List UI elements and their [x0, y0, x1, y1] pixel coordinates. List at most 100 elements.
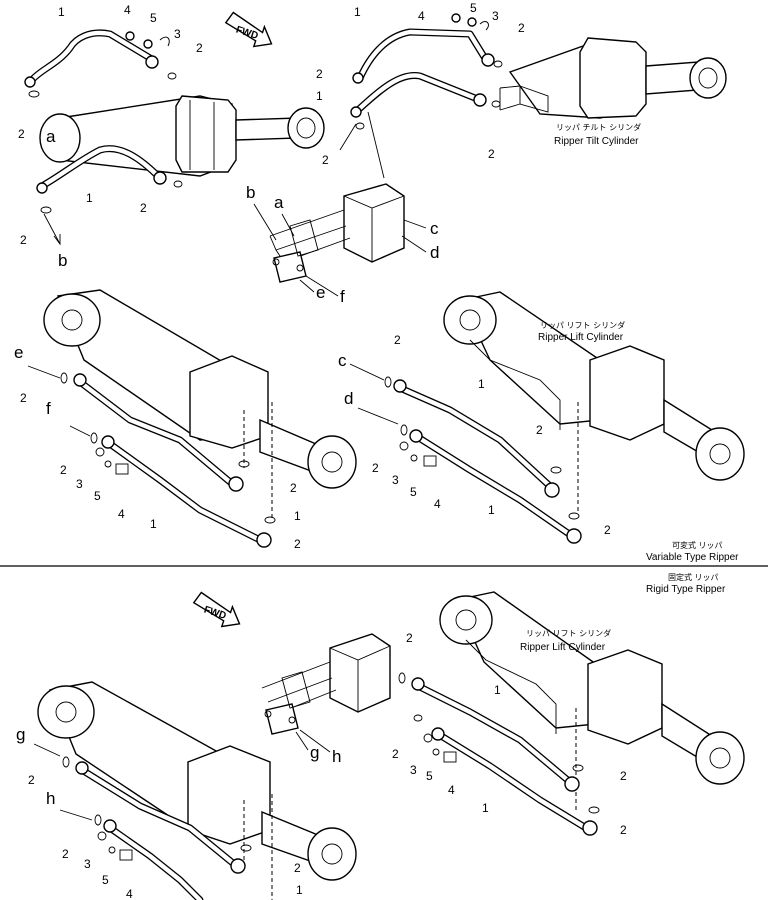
- caption-ripper-tilt-cylinder: リッパ チルト シリンダ Ripper Tilt Cylinder: [554, 122, 641, 147]
- svg-text:可変式 リッパ: 可変式 リッパ: [672, 540, 723, 550]
- svg-text:Ripper Lift Cylinder: Ripper Lift Cylinder: [538, 332, 624, 343]
- svg-text:リッパ チルト シリンダ: リッパ チルト シリンダ: [556, 122, 641, 132]
- svg-text:2: 2: [604, 523, 611, 537]
- svg-text:d: d: [344, 389, 353, 408]
- labels-top-left: 1 4 5 3 2 2 a 1 2 2 b: [18, 3, 203, 270]
- caption-rigid-type: 固定式 リッパ Rigid Type Ripper: [646, 572, 726, 595]
- svg-text:1: 1: [294, 509, 301, 523]
- svg-text:d: d: [430, 243, 439, 262]
- svg-text:1: 1: [86, 191, 93, 205]
- hoses-bottom-left: [33, 743, 252, 900]
- svg-text:1: 1: [296, 883, 303, 897]
- svg-text:4: 4: [418, 9, 425, 23]
- svg-text:5: 5: [470, 1, 477, 15]
- svg-text:5: 5: [150, 11, 157, 25]
- svg-text:2: 2: [18, 127, 25, 141]
- svg-text:b: b: [58, 251, 67, 270]
- svg-text:2: 2: [28, 773, 35, 787]
- svg-text:e: e: [316, 283, 325, 302]
- svg-text:リッパ リフト シリンダ: リッパ リフト シリンダ: [526, 628, 611, 638]
- svg-text:f: f: [46, 399, 51, 418]
- svg-text:2: 2: [62, 847, 69, 861]
- tilt-cylinder-left: [39, 95, 325, 177]
- svg-text:Ripper Lift Cylinder: Ripper Lift Cylinder: [520, 642, 606, 653]
- labels-bottom-right: 2 1 2 3 5 4 1 2 2: [392, 631, 627, 837]
- labels-mid-right: 2 c d 1 2 2 3 5 4 1 2: [338, 333, 611, 537]
- svg-text:1: 1: [494, 683, 501, 697]
- svg-text:h: h: [332, 747, 341, 766]
- svg-text:固定式 リッパ: 固定式 リッパ: [668, 572, 719, 582]
- svg-text:2: 2: [406, 631, 413, 645]
- labels-top-right: 1 4 5 3 2 2 1 2 2: [316, 1, 525, 167]
- svg-text:4: 4: [126, 887, 133, 900]
- svg-text:a: a: [274, 193, 284, 212]
- svg-text:2: 2: [372, 461, 379, 475]
- svg-text:f: f: [340, 287, 345, 306]
- svg-text:2: 2: [488, 147, 495, 161]
- svg-text:5: 5: [102, 873, 109, 887]
- svg-text:4: 4: [118, 507, 125, 521]
- svg-text:3: 3: [84, 857, 91, 871]
- hose-1-top-left: [24, 29, 183, 246]
- svg-text:4: 4: [434, 497, 441, 511]
- tilt-cylinder-right: [499, 37, 727, 119]
- lift-cylinder-bottom-right: [439, 591, 745, 812]
- hoses-mid-left: [27, 365, 276, 548]
- svg-text:2: 2: [620, 823, 627, 837]
- svg-text:2: 2: [196, 41, 203, 55]
- svg-text:2: 2: [20, 233, 27, 247]
- svg-text:e: e: [14, 343, 23, 362]
- svg-text:a: a: [46, 127, 56, 146]
- svg-text:2: 2: [290, 481, 297, 495]
- svg-text:2: 2: [536, 423, 543, 437]
- caption-ripper-lift-cylinder-bottom: リッパ リフト シリンダ Ripper Lift Cylinder: [520, 628, 611, 653]
- labels-valve-top: b a c d e f: [246, 183, 439, 306]
- svg-text:3: 3: [410, 763, 417, 777]
- svg-text:4: 4: [448, 783, 455, 797]
- svg-text:c: c: [338, 351, 347, 370]
- svg-text:1: 1: [354, 5, 361, 19]
- svg-text:Rigid Type Ripper: Rigid Type Ripper: [646, 584, 726, 595]
- svg-text:3: 3: [174, 27, 181, 41]
- svg-text:c: c: [430, 219, 439, 238]
- svg-text:2: 2: [392, 747, 399, 761]
- svg-text:3: 3: [392, 473, 399, 487]
- svg-text:1: 1: [316, 89, 323, 103]
- svg-text:5: 5: [426, 769, 433, 783]
- svg-text:2: 2: [620, 769, 627, 783]
- labels-valve-bottom: g h: [295, 729, 341, 766]
- svg-text:3: 3: [76, 477, 83, 491]
- hose-1-top-right: [339, 13, 503, 179]
- svg-text:3: 3: [492, 9, 499, 23]
- hoses-mid-right: [349, 363, 582, 544]
- labels-mid-left: e 2 f 2 3 5 4 1 2 1 2: [14, 343, 301, 551]
- svg-text:2: 2: [394, 333, 401, 347]
- fwd-arrow-bottom: FWD: [192, 591, 241, 628]
- svg-text:Ripper Tilt Cylinder: Ripper Tilt Cylinder: [554, 136, 639, 147]
- lift-cylinder-mid-left: [43, 289, 357, 518]
- labels-bottom-left: g 2 h 2 3 5 4 2 1: [16, 725, 303, 900]
- svg-text:1: 1: [58, 5, 65, 19]
- svg-text:2: 2: [294, 537, 301, 551]
- svg-text:2: 2: [518, 21, 525, 35]
- control-valve-top: [269, 183, 405, 283]
- svg-text:4: 4: [124, 3, 131, 17]
- svg-text:1: 1: [478, 377, 485, 391]
- fwd-arrow-top: FWD: [224, 11, 273, 48]
- svg-text:2: 2: [322, 153, 329, 167]
- svg-text:g: g: [310, 743, 319, 762]
- svg-text:リッパ リフト シリンダ: リッパ リフト シリンダ: [540, 320, 625, 330]
- caption-ripper-lift-cylinder-mid: リッパ リフト シリンダ Ripper Lift Cylinder: [538, 320, 625, 343]
- svg-text:2: 2: [60, 463, 67, 477]
- svg-text:h: h: [46, 789, 55, 808]
- lift-cylinder-mid-right: [443, 291, 745, 512]
- lift-cylinder-bottom-left: [37, 681, 357, 900]
- svg-text:2: 2: [294, 861, 301, 875]
- svg-text:2: 2: [20, 391, 27, 405]
- svg-text:5: 5: [410, 485, 417, 499]
- svg-text:5: 5: [94, 489, 101, 503]
- svg-text:2: 2: [140, 201, 147, 215]
- svg-text:2: 2: [316, 67, 323, 81]
- control-valve-bottom: [261, 633, 391, 735]
